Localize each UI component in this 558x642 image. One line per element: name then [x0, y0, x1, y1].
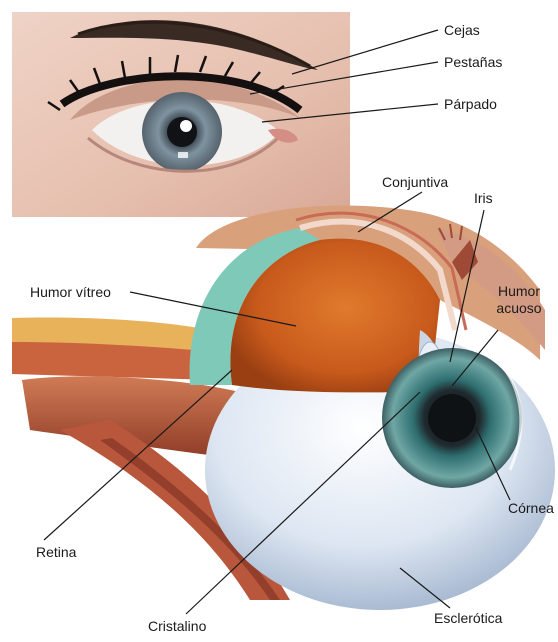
label-humor-acuoso-line1: Humor — [490, 283, 548, 300]
label-humor-acuoso: Humor acuoso — [490, 283, 548, 317]
label-esclerotica: Esclerótica — [434, 610, 502, 626]
label-retina: Retina — [36, 544, 76, 560]
label-pestanas: Pestañas — [444, 54, 502, 70]
eye-cross-section — [12, 205, 555, 610]
label-cristalino: Cristalino — [148, 618, 206, 634]
label-humor-acuoso-line2: acuoso — [490, 300, 548, 317]
label-iris: Iris — [474, 190, 493, 206]
label-parpado: Párpado — [444, 96, 497, 112]
label-cejas: Cejas — [444, 22, 480, 38]
label-conjuntiva: Conjuntiva — [382, 174, 448, 190]
label-cornea: Córnea — [508, 500, 554, 516]
label-humor-vitreo: Humor vítreo — [30, 284, 111, 300]
external-eye-photo — [12, 12, 350, 217]
